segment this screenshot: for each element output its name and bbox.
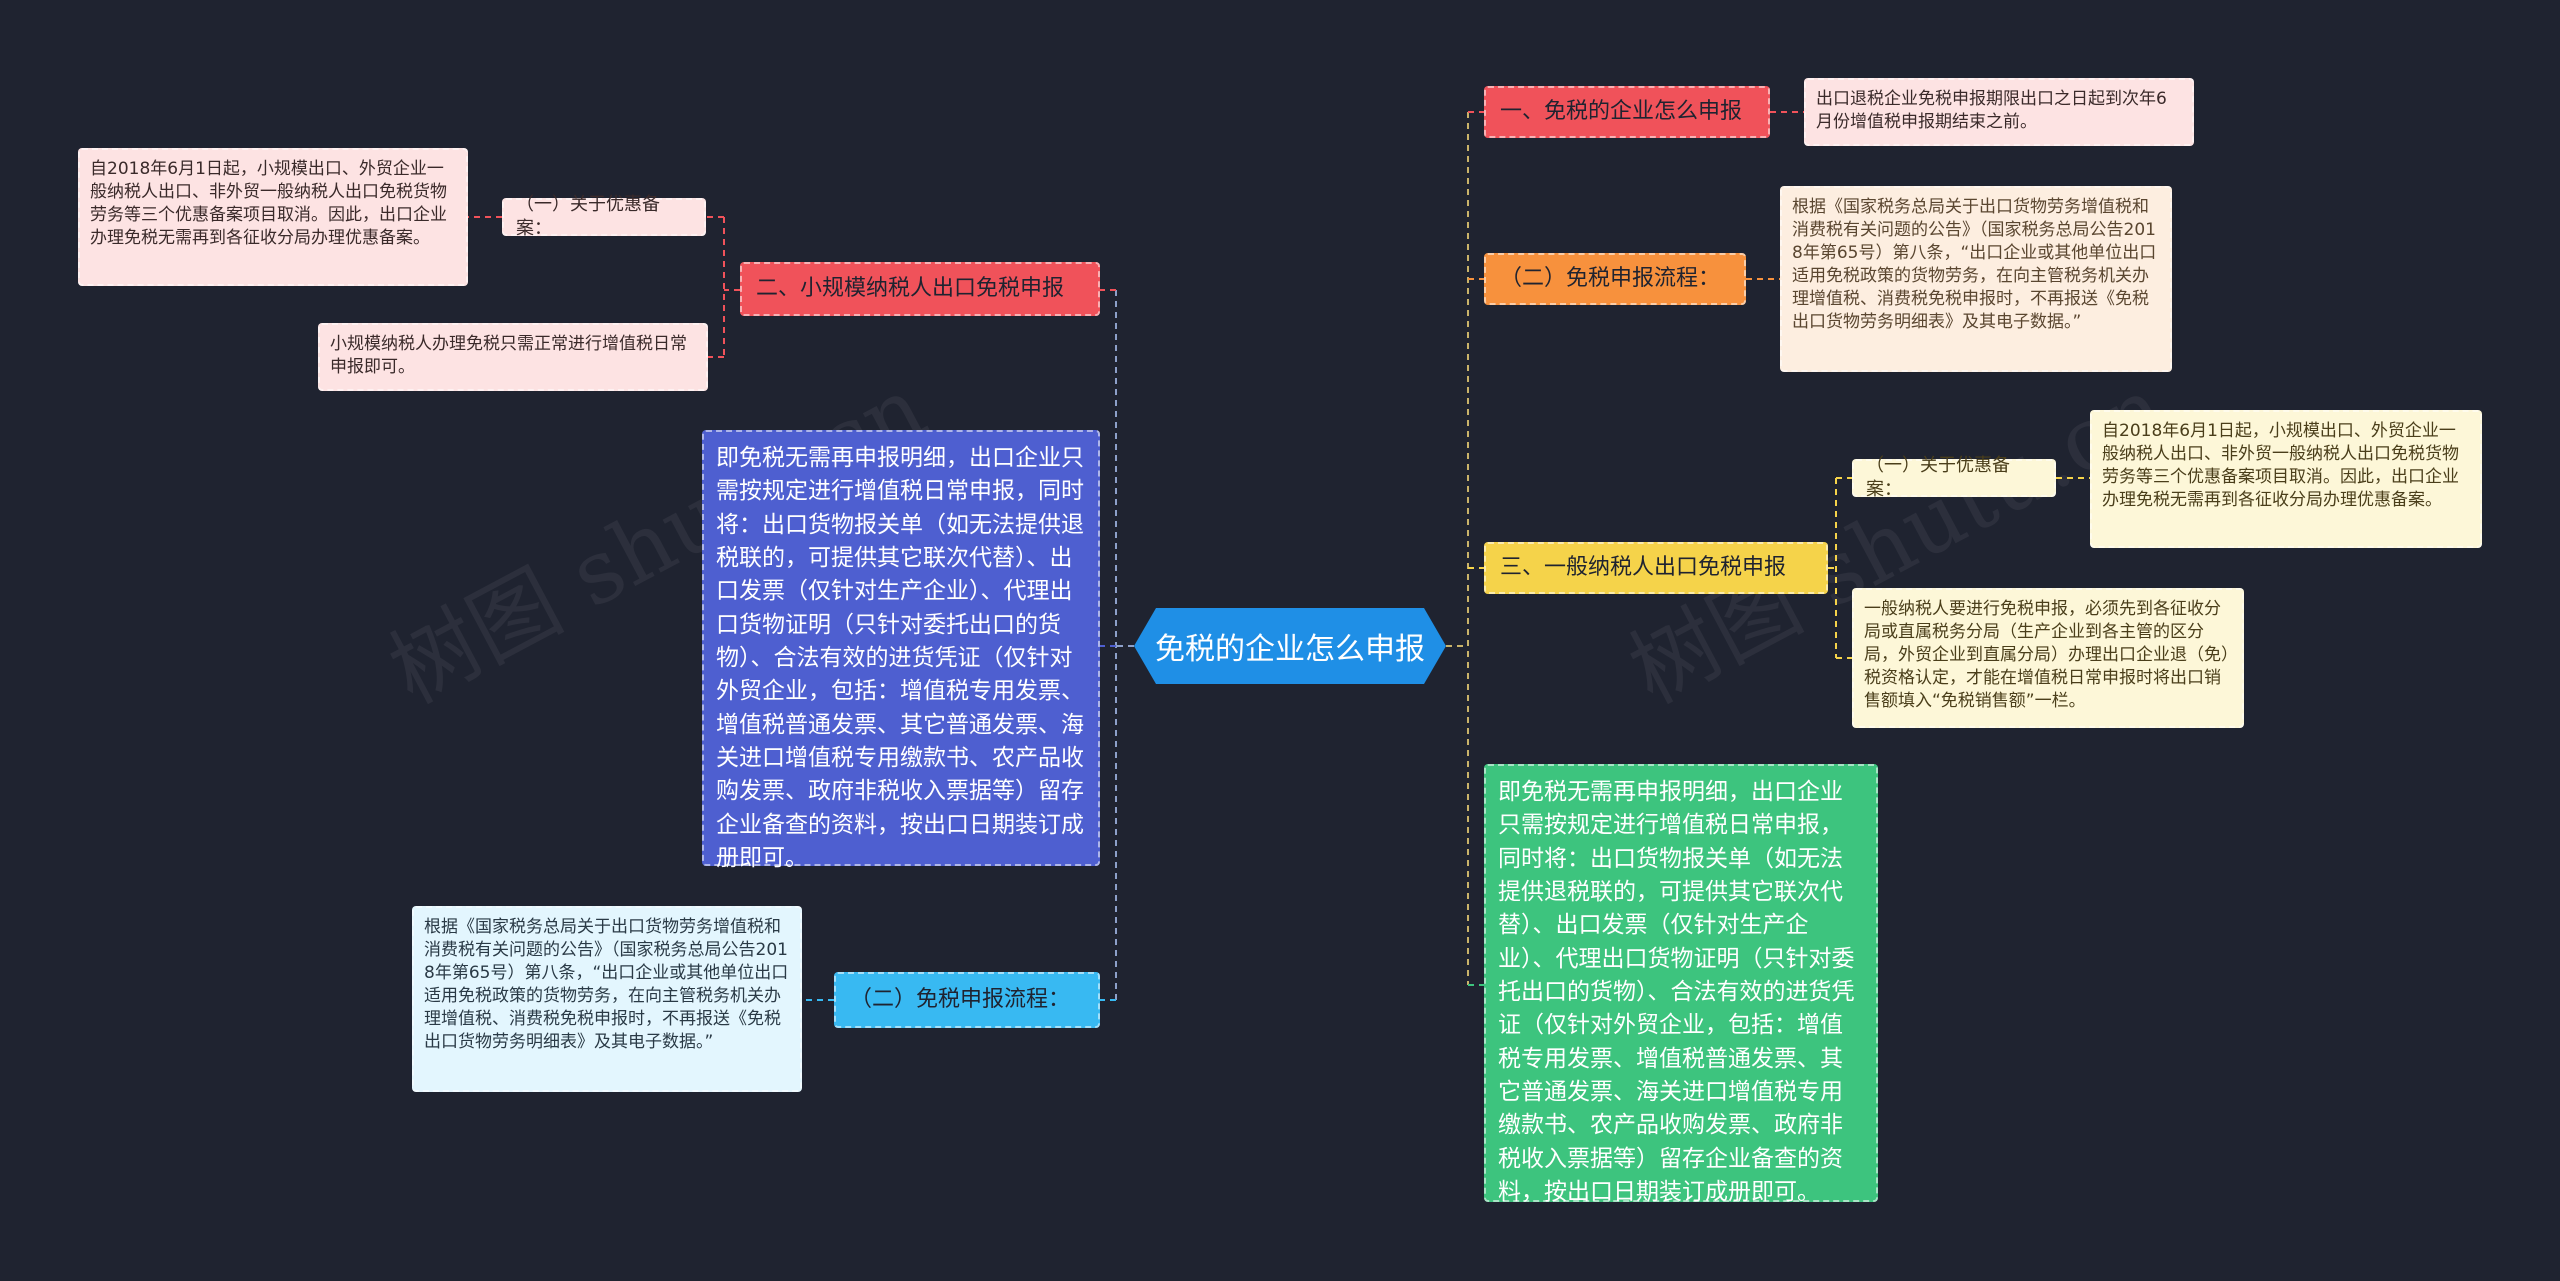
- branch-right-2[interactable]: （二）免税申报流程：: [1484, 253, 1746, 305]
- leaf-left-1-small-scale: 小规模纳税人办理免税只需正常进行增值税日常申报即可。: [318, 323, 708, 391]
- branch-left-3-label: （二）免税申报流程：: [850, 987, 1071, 1013]
- link-right-b3-children: [1828, 477, 1852, 659]
- leaf-right-3-qualification-text: 一般纳税人要进行免税申报，必须先到各征收分局或直属税务分局（生产企业到各主管的区…: [1864, 599, 2230, 711]
- leaf-right-2-notice: 根据《国家税务总局关于出口货物劳务增值税和消费税有关问题的公告》（国家税务总局公…: [1780, 186, 2172, 372]
- leaf-right-2-text: 根据《国家税务总局关于出口货物劳务增值税和消费税有关问题的公告》（国家税务总局公…: [1792, 197, 2157, 332]
- branch-right-3[interactable]: 三、一般纳税人出口免税申报: [1484, 542, 1828, 594]
- leaf-right-1-text: 出口退税企业免税申报期限出口之日起到次年6月份增值税申报期结束之前。: [1816, 89, 2167, 132]
- branch-right-1-label: 一、免税的企业怎么申报: [1500, 99, 1743, 125]
- branch-left-2-filing[interactable]: 即免税无需再申报明细，出口企业只需按规定进行增值税日常申报，同时将：出口货物报关…: [702, 430, 1100, 871]
- branch-left-3[interactable]: （二）免税申报流程：: [834, 972, 1100, 1028]
- leaf-left-1-preferential-text: 自2018年6月1日起，小规模出口、外贸企业一般纳税人出口、非外贸一般纳税人出口…: [90, 159, 447, 248]
- leaf-right-1-deadline: 出口退税企业免税申报期限出口之日起到次年6月份增值税申报期结束之前。: [1804, 78, 2194, 146]
- sub-left-1-preferential[interactable]: （一）关于优惠备案：: [502, 194, 706, 239]
- branch-right-3-label: 三、一般纳税人出口免税申报: [1500, 555, 1787, 581]
- branch-right-2-label: （二）免税申报流程：: [1500, 266, 1721, 292]
- branch-right-4-text: 即免税无需再申报明细，出口企业只需按规定进行增值税日常申报，同时将：出口货物报关…: [1498, 779, 1855, 1206]
- central-topic-label: 免税的企业怎么申报: [1155, 632, 1425, 667]
- sub-right-3-preferential[interactable]: （一）关于优惠备案：: [1852, 455, 2056, 500]
- leaf-left-3-notice: 根据《国家税务总局关于出口货物劳务增值税和消费税有关问题的公告》（国家税务总局公…: [412, 906, 802, 1092]
- branch-left-2-text: 即免税无需再申报明细，出口企业只需按规定进行增值税日常申报，同时将：出口货物报关…: [716, 445, 1084, 872]
- branch-right-4-filing[interactable]: 即免税无需再申报明细，出口企业只需按规定进行增值税日常申报，同时将：出口货物报关…: [1484, 764, 1878, 1206]
- leaf-left-3-text: 根据《国家税务总局关于出口货物劳务增值税和消费税有关问题的公告》（国家税务总局公…: [424, 917, 789, 1052]
- branch-right-1[interactable]: 一、免税的企业怎么申报: [1484, 86, 1770, 138]
- leaf-right-3-qualification: 一般纳税人要进行免税申报，必须先到各征收分局或直属税务分局（生产企业到各主管的区…: [1852, 588, 2244, 728]
- leaf-right-3-preferential-text: 自2018年6月1日起，小规模出口、外贸企业一般纳税人出口、非外贸一般纳税人出口…: [2102, 421, 2459, 510]
- leaf-left-1-preferential: 自2018年6月1日起，小规模出口、外贸企业一般纳税人出口、非外贸一般纳税人出口…: [78, 148, 468, 286]
- central-topic[interactable]: 免税的企业怎么申报: [1134, 608, 1446, 684]
- sub-right-3-label: （一）关于优惠备案：: [1866, 454, 2010, 500]
- sub-left-1-label: （一）关于优惠备案：: [516, 193, 660, 239]
- link-left-b1-children: [706, 216, 740, 358]
- branch-left-1-label: 二、小规模纳税人出口免税申报: [756, 276, 1065, 302]
- leaf-right-3-preferential: 自2018年6月1日起，小规模出口、外贸企业一般纳税人出口、非外贸一般纳税人出口…: [2090, 410, 2482, 548]
- branch-left-1[interactable]: 二、小规模纳税人出口免税申报: [740, 262, 1100, 316]
- leaf-left-1-small-scale-text: 小规模纳税人办理免税只需正常进行增值税日常申报即可。: [330, 334, 687, 377]
